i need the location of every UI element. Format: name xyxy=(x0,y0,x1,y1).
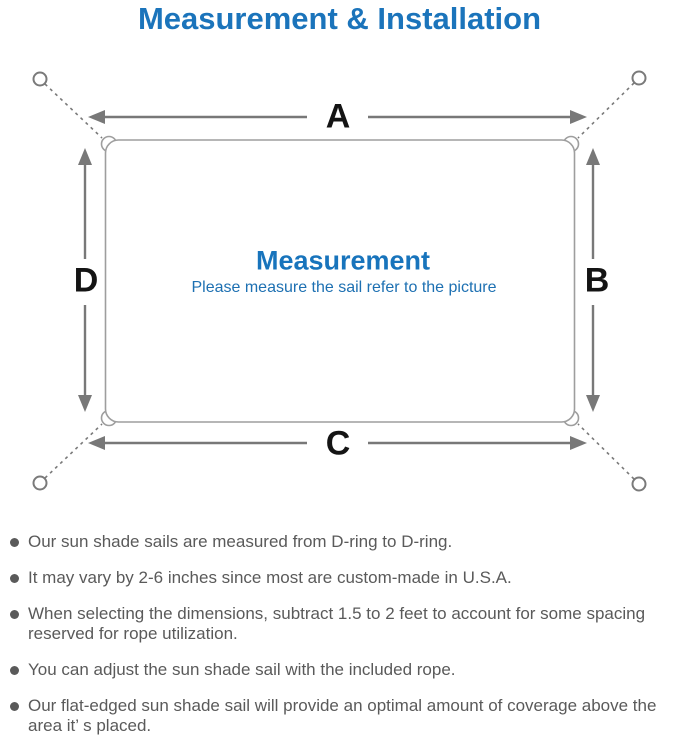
page-title: Measurement & Installation xyxy=(137,1,542,36)
note-text: You can adjust the sun shade sail with t… xyxy=(28,660,456,679)
bullet-icon xyxy=(10,666,19,675)
note-text: It may vary by 2-6 inches since most are… xyxy=(28,568,512,587)
dimension-label-c: C xyxy=(325,424,351,463)
bullet-icon xyxy=(10,702,19,711)
bullet-icon xyxy=(10,610,19,619)
measurement-arrows xyxy=(78,110,600,450)
anchor-ring-icons xyxy=(32,70,647,492)
rope-dashed-lines xyxy=(44,82,635,480)
diagram-heading: Measurement xyxy=(255,245,431,276)
note-text: When selecting the dimensions, subtract … xyxy=(28,604,646,643)
list-item: Our flat-edged sun shade sail will provi… xyxy=(10,696,675,736)
list-item: When selecting the dimensions, subtract … xyxy=(10,604,675,644)
sail-measurement-diagram xyxy=(32,70,647,492)
diagram-subheading: Please measure the sail refer to the pic… xyxy=(191,279,497,296)
list-item: It may vary by 2-6 inches since most are… xyxy=(10,568,675,588)
notes-list: Our sun shade sails are measured from D-… xyxy=(10,532,675,739)
sail-rectangle xyxy=(104,139,576,423)
bullet-icon xyxy=(10,538,19,547)
note-text: Our sun shade sails are measured from D-… xyxy=(28,532,453,551)
list-item: You can adjust the sun shade sail with t… xyxy=(10,660,675,680)
note-text: Our flat-edged sun shade sail will provi… xyxy=(28,696,657,735)
bullet-icon xyxy=(10,574,19,583)
dimension-label-d: D xyxy=(73,261,99,300)
dimension-label-b: B xyxy=(584,261,610,300)
list-item: Our sun shade sails are measured from D-… xyxy=(10,532,675,552)
dimension-label-a: A xyxy=(325,97,351,136)
